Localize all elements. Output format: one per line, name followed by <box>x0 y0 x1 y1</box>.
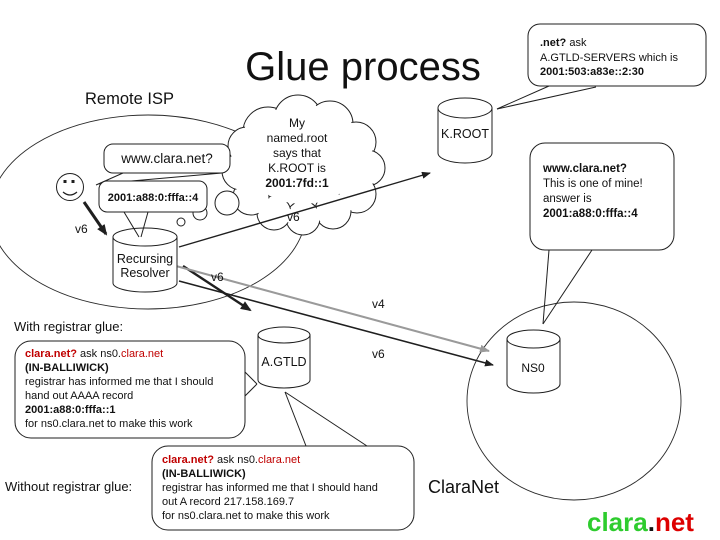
resolver-label-2: Resolver <box>120 266 169 280</box>
without-glue-label: Without registrar glue: <box>5 479 132 494</box>
svg-text:named.root: named.root <box>267 131 328 145</box>
claranet-logo: clara.net <box>587 507 694 537</box>
svg-text:registrar has informed me that: registrar has informed me that I should … <box>162 482 378 494</box>
svg-text:answer is: answer is <box>543 193 592 205</box>
svg-text:clara.net? ask ns0.clara.net: clara.net? ask ns0.clara.net <box>162 454 300 466</box>
thought-trail <box>176 190 240 227</box>
svg-text:2001:a88:0:fffa::4: 2001:a88:0:fffa::4 <box>543 208 638 220</box>
v6-label-root: v6 <box>287 210 300 224</box>
v6-label-ns0: v6 <box>372 347 385 361</box>
with-glue-bubble: clara.net? ask ns0.clara.net (IN-BALLIWI… <box>14 340 258 439</box>
ns0-label: NS0 <box>521 361 545 375</box>
claranet-label: ClaraNet <box>428 477 499 497</box>
svg-text:2001:7fd::1: 2001:7fd::1 <box>265 176 329 190</box>
v6-label-gtld: v6 <box>211 270 224 284</box>
svg-text:www.clara.net?: www.clara.net? <box>542 163 627 175</box>
svg-text:clara.net? ask ns0.clara.net: clara.net? ask ns0.clara.net <box>25 348 163 360</box>
ns0-cylinder <box>506 329 561 394</box>
resolver-label-1: Recursing <box>117 252 173 266</box>
svg-text:2001:503:a83e::2:30: 2001:503:a83e::2:30 <box>540 66 644 78</box>
link-resolver-kroot <box>178 171 431 248</box>
root-referral-bubble: .net? ask A.GTLD-SERVERS which is 2001:5… <box>496 23 707 110</box>
agtld-label: A.GTLD <box>261 355 306 369</box>
link-resolver-ns0-v6 <box>178 280 494 367</box>
svg-text:out A record 217.158.169.7: out A record 217.158.169.7 <box>162 496 294 508</box>
svg-text:registrar has informed me that: registrar has informed me that I should <box>25 376 213 388</box>
claranet-circle <box>466 301 682 501</box>
v6-label-user: v6 <box>75 222 88 236</box>
named-root-cloud-text: My named.root says that K.ROOT is 2001:7… <box>265 116 329 190</box>
svg-text:(IN-BALLIWICK): (IN-BALLIWICK) <box>25 362 109 374</box>
kroot-cylinder <box>437 97 493 164</box>
named-root-cloud <box>221 94 386 236</box>
svg-text:for ns0.clara.net to make this: for ns0.clara.net to make this work <box>25 418 193 430</box>
svg-text:2001:a88:0:fffa::1: 2001:a88:0:fffa::1 <box>25 404 115 416</box>
svg-text:A.GTLD-SERVERS which is: A.GTLD-SERVERS which is <box>540 52 678 64</box>
answer-bubble-text: 2001:a88:0:fffa::4 <box>108 192 199 204</box>
kroot-label: K.ROOT <box>441 127 489 141</box>
without-glue-bubble: clara.net? ask ns0.clara.net (IN-BALLIWI… <box>151 391 415 531</box>
svg-text:This is one of mine!: This is one of mine! <box>543 178 643 190</box>
resolver-cylinder <box>112 227 178 293</box>
page-title: Glue process <box>245 45 481 89</box>
link-user-resolver <box>82 201 108 236</box>
svg-text:hand out AAAA record: hand out AAAA record <box>25 390 133 402</box>
user-smiley-icon <box>56 173 84 201</box>
query-bubble-text: www.clara.net? <box>120 151 213 166</box>
answer-bubble: 2001:a88:0:fffa::4 <box>98 180 208 238</box>
svg-text:K.ROOT is: K.ROOT is <box>268 161 326 175</box>
agtld-cylinder <box>257 326 311 389</box>
svg-text:.net? ask: .net? ask <box>540 37 587 49</box>
v4-label-ns0: v4 <box>372 297 385 311</box>
query-bubble: www.clara.net? <box>95 143 231 186</box>
remote-isp-label: Remote ISP <box>85 90 174 108</box>
svg-text:says that: says that <box>273 146 322 160</box>
svg-text:(IN-BALLIWICK): (IN-BALLIWICK) <box>162 468 246 480</box>
svg-text:My: My <box>289 116 305 130</box>
ns0-answer-bubble: www.clara.net? This is one of mine! answ… <box>529 142 675 325</box>
svg-text:for ns0.clara.net to make this: for ns0.clara.net to make this work <box>162 510 330 522</box>
link-resolver-agtld <box>182 264 252 312</box>
link-resolver-ns0-v4 <box>175 265 490 353</box>
with-glue-label: With registrar glue: <box>14 319 123 334</box>
